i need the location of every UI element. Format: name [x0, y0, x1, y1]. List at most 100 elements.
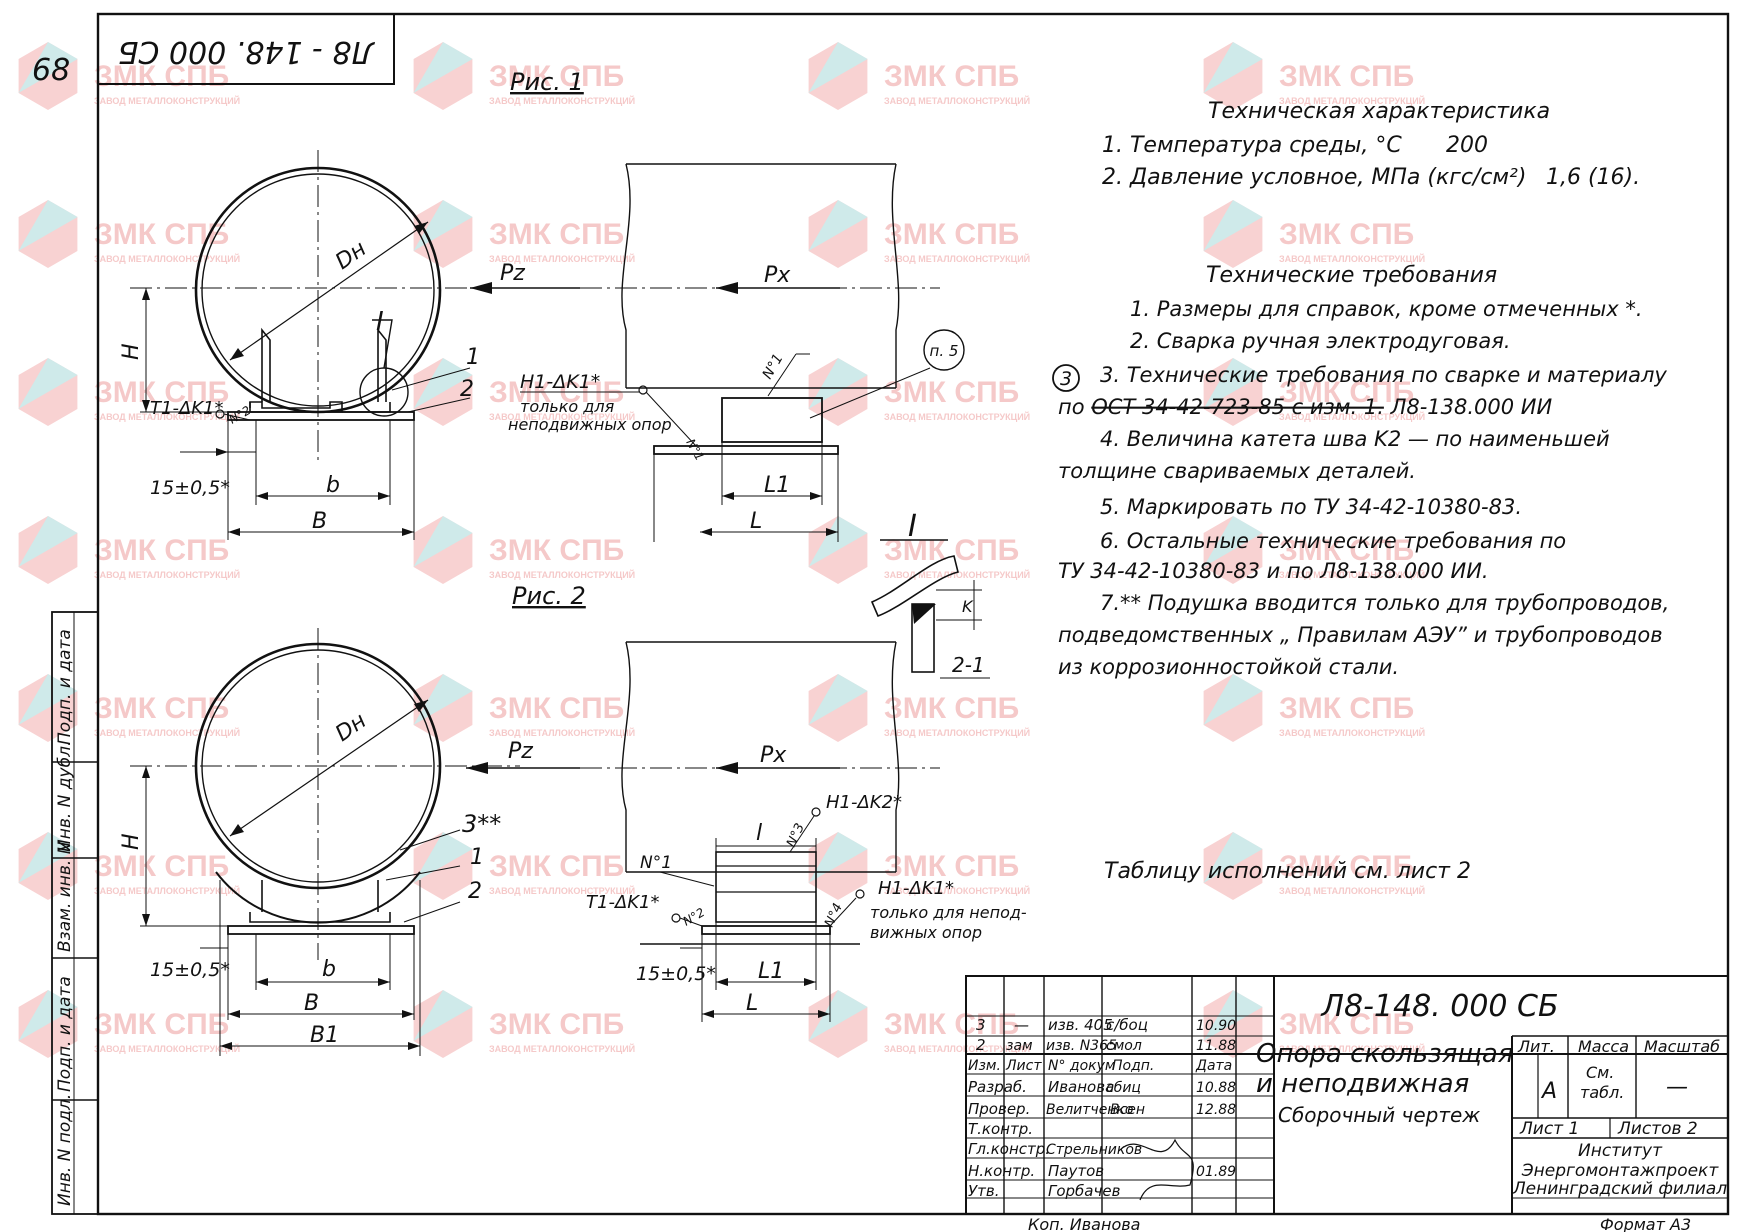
fig1-h1-label: H1-ΔK1*	[520, 371, 600, 393]
fig1-dn: Dн	[331, 236, 371, 274]
watermark-logo-icon	[18, 358, 78, 409]
tb-hdr: Изм.	[968, 1058, 1001, 1074]
watermark-tagline: ЗАВОД МЕТАЛЛОКОНСТРУКЦИЙ	[884, 411, 1030, 422]
tech-req-3b-prefix: по	[1058, 395, 1091, 419]
tb-staff-role: Провер.	[968, 1100, 1030, 1118]
tech-char-line2: 2. Давление условное, МПа (кгс/см²)	[1102, 165, 1526, 190]
fig2-dim-15b: 15±0,5*	[636, 963, 716, 985]
fig1-dim-15: 15±0,5*	[150, 477, 230, 499]
tb-rev-izm: 2	[976, 1036, 986, 1054]
tech-req-7a: 7.** Подушка вводится только для трубопр…	[1100, 591, 1669, 615]
watermark-logo-icon	[18, 674, 78, 725]
fig2-dim-l: l	[756, 821, 762, 846]
watermark-tagline: ЗАВОД МЕТАЛЛОКОНСТРУКЦИЙ	[884, 885, 1030, 896]
page-number: 68	[32, 53, 70, 88]
tb-format: Формат А3	[1600, 1215, 1691, 1232]
watermark-tagline: ЗАВОД МЕТАЛЛОКОНСТРУКЦИЙ	[94, 1043, 240, 1054]
watermark-tagline: ЗАВОД МЕТАЛЛОКОНСТРУКЦИЙ	[489, 885, 635, 896]
watermark-tagline: ЗАВОД МЕТАЛЛОКОНСТРУКЦИЙ	[884, 569, 1030, 580]
fig2-dim-b: b	[322, 957, 336, 982]
watermark-tagline: ЗАВОД МЕТАЛЛОКОНСТРУКЦИЙ	[489, 569, 635, 580]
tb-hdr: Лист	[1005, 1058, 1042, 1074]
side-strip-label: Подп. и дата	[55, 976, 75, 1092]
watermark-brand: ЗМК СПБ	[94, 376, 229, 409]
fig2-h1b-label: H1-ΔK1*	[878, 878, 954, 899]
figure-1: Рис. 1 Dн Pz 15±0,5	[119, 68, 965, 542]
fig2-part3: 3**	[462, 810, 501, 838]
watermark-brand: ЗМК СПБ	[489, 60, 624, 93]
watermark-tagline: ЗАВОД МЕТАЛЛОКОНСТРУКЦИЙ	[1279, 885, 1425, 896]
watermark-brand: ЗМК СПБ	[884, 850, 1019, 883]
side-strip-label: Инв. N подл.	[55, 1094, 75, 1206]
table-note: Таблицу исполнений см. лист 2	[1104, 859, 1471, 884]
fig1-dim-L1: L1	[764, 473, 790, 498]
watermark-logo-icon	[18, 516, 78, 567]
detail-k: K	[962, 597, 974, 616]
watermark-logo-icon	[808, 358, 868, 409]
fig2-h1-label: H1-ΔK2*	[826, 792, 902, 813]
watermark-tagline: ЗАВОД МЕТАЛЛОКОНСТРУКЦИЙ	[884, 727, 1030, 738]
watermark-brand: ЗМК СПБ	[94, 692, 229, 725]
watermark-brand: ЗМК СПБ	[884, 218, 1019, 251]
watermark-tagline: ЗАВОД МЕТАЛЛОКОНСТРУКЦИЙ	[489, 95, 635, 106]
fig2-dim-15a: 15±0,5*	[150, 959, 230, 981]
tb-staff-sign: сбиц	[1106, 1080, 1141, 1096]
tech-req-title: Технические требования	[1206, 263, 1497, 288]
tb-sheets: Листов 2	[1617, 1119, 1698, 1139]
tb-rev-date: 10.90	[1196, 1018, 1236, 1034]
watermark-tagline: ЗАВОД МЕТАЛЛОКОНСТРУКЦИЙ	[94, 569, 240, 580]
fig1-n1b: N°1	[760, 351, 787, 382]
tech-req-5: 5. Маркировать по ТУ 34-42-10380-83.	[1100, 495, 1522, 519]
watermark-logo-icon	[413, 990, 473, 1041]
fig1-part1: 1	[466, 345, 480, 370]
fig2-h1b-note2: вижных опор	[870, 923, 982, 942]
fig2-pz: Pz	[508, 739, 533, 764]
watermark-tagline: ЗАВОД МЕТАЛЛОКОНСТРУКЦИЙ	[94, 885, 240, 896]
watermark-brand: ЗМК СПБ	[94, 218, 229, 251]
watermark-logo-icon	[18, 200, 78, 251]
tb-staff-name: Иванова	[1048, 1078, 1114, 1096]
tech-req-2: 2. Сварка ручная электродуговая.	[1130, 329, 1511, 353]
tech-char-line1: 1. Температура среды, °С	[1102, 133, 1402, 158]
watermark-tagline: ЗАВОД МЕТАЛЛОКОНСТРУКЦИЙ	[489, 411, 635, 422]
watermark-logo-icon	[413, 358, 473, 409]
watermark-brand: ЗМК СПБ	[1279, 534, 1414, 567]
figure-2: Рис. 2 Dн Pz	[119, 582, 1027, 1056]
tech-req-4b: толщине свариваемых деталей.	[1058, 459, 1416, 483]
watermark-logo-icon	[808, 990, 868, 1041]
side-strip: Подп. и дата Инв. N дубл. Взам. инв. N П…	[51, 611, 99, 1215]
tb-rev-doc: изв. 405	[1048, 1016, 1113, 1034]
fig1-h1-note1: только для	[520, 397, 615, 416]
tb-staff-name: Стрельников	[1046, 1142, 1142, 1158]
watermark-tagline: ЗАВОД МЕТАЛЛОКОНСТРУКЦИЙ	[489, 253, 635, 264]
watermark-logo-icon	[808, 832, 868, 883]
watermark-brand: ЗМК СПБ	[884, 60, 1019, 93]
fig1-h: H	[119, 343, 144, 360]
watermark-tagline: ЗАВОД МЕТАЛЛОКОНСТРУКЦИЙ	[884, 95, 1030, 106]
watermark-logo-icon	[413, 516, 473, 567]
watermark-brand: ЗМК СПБ	[884, 534, 1019, 567]
tb-staff-name: Паутов	[1048, 1162, 1104, 1180]
tb-name3: Сборочный чертеж	[1278, 1103, 1480, 1127]
watermark-tagline: ЗАВОД МЕТАЛЛОКОНСТРУКЦИЙ	[884, 1043, 1030, 1054]
tech-req-7c: из коррозионностойкой стали.	[1058, 655, 1399, 679]
fig1-part2: 2	[460, 377, 474, 402]
watermark-logo-icon	[413, 832, 473, 883]
watermark-logo-icon	[413, 42, 473, 93]
fig2-h: H	[119, 833, 144, 850]
fig2-n1: N°1	[640, 853, 672, 873]
tb-hdr: Дата	[1195, 1058, 1232, 1074]
watermark-logo-icon	[1203, 358, 1263, 409]
fig1-dim-L: L	[750, 509, 762, 534]
side-strip-label: Инв. N дубл.	[55, 741, 75, 852]
tb-org2: Энергомонтажпроект	[1521, 1161, 1720, 1181]
tb-rev-sign: смол	[1106, 1038, 1142, 1054]
